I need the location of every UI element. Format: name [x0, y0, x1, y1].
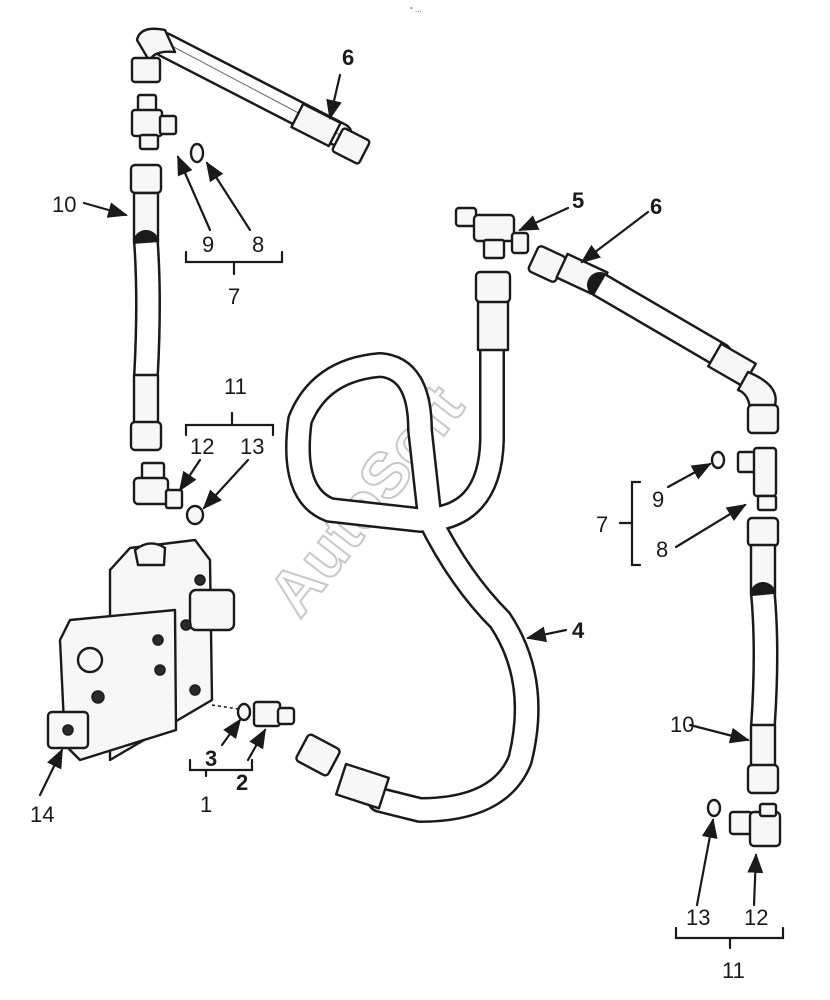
callout-12-right: 12	[744, 905, 768, 930]
callout-9-right: 9	[652, 487, 664, 512]
callout-14: 14	[30, 802, 54, 827]
callout-13-left: 13	[240, 434, 264, 459]
callout-11-left: 11	[224, 374, 247, 399]
callout-3: 3	[205, 746, 217, 771]
callout-10-left: 10	[52, 192, 76, 217]
callout-4: 4	[572, 618, 585, 643]
callout-labels: 6 10 9 8 7 11 12 13 5 6 9 8 7 4 3 2 1 14…	[30, 45, 768, 983]
callout-13-right: 13	[686, 905, 710, 930]
hose-4-loop	[285, 270, 540, 823]
callout-10-right: 10	[670, 712, 694, 737]
pump-valve-body	[46, 538, 246, 762]
hose-10-right	[746, 516, 780, 795]
tee-fitting-left	[130, 93, 205, 164]
callout-1: 1	[200, 792, 212, 817]
callout-11-right: 11	[722, 958, 745, 983]
callout-2: 2	[236, 770, 248, 795]
hose-6-right	[527, 245, 780, 435]
callout-9-left: 9	[202, 232, 214, 257]
elbow-fitting-right	[706, 798, 782, 848]
tee-fitting-5	[454, 206, 530, 260]
tee-fitting-right	[710, 446, 778, 512]
callout-6-top: 6	[342, 45, 354, 70]
callout-6-right: 6	[650, 194, 662, 219]
header-tiny-label: ° …	[410, 6, 422, 14]
callout-8-left: 8	[252, 232, 264, 257]
leader-arrows	[38, 73, 764, 907]
callout-8-right: 8	[656, 537, 668, 562]
watermark: AutoSoft	[254, 371, 477, 628]
elbow-fitting-left	[132, 461, 205, 526]
callout-7-left: 7	[228, 284, 240, 309]
callout-12-left: 12	[190, 434, 214, 459]
callout-7-right: 7	[596, 512, 608, 537]
adapter-fitting	[236, 700, 296, 728]
hose-10-left	[129, 163, 163, 452]
hose-6-upper-left	[130, 27, 371, 165]
brackets	[184, 250, 785, 950]
callout-5: 5	[572, 188, 584, 213]
